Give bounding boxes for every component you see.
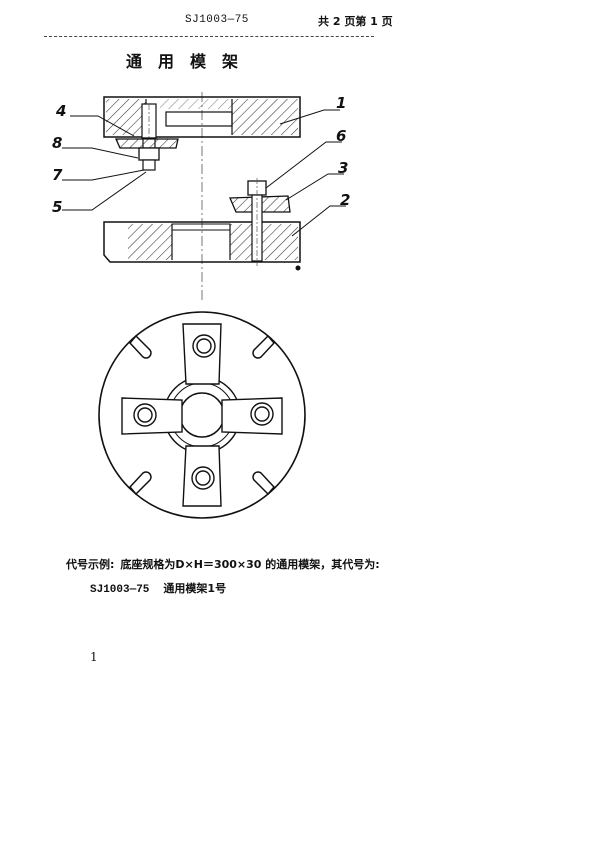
header-rule [44,36,374,37]
leaders [62,109,346,237]
callout-2: 2 [340,191,350,209]
callout-3: 3 [338,159,348,177]
page-info: 共 2 页第 1 页 [318,15,393,28]
callout-5: 5 [52,198,62,216]
callout-8: 8 [52,134,62,152]
designation-example: 代号示例: 底座规格为D×H＝300×30 的通用模架，其代号为: [66,556,380,572]
lower-plate-section [103,221,301,263]
callout-6: 6 [336,127,346,145]
designation-name: 通用模架1号 [163,582,227,595]
clamps [121,323,283,507]
edge-slots [128,334,276,496]
page-number: 1 [90,650,98,664]
callout-1: 1 [336,94,346,112]
callout-4: 4 [55,102,66,120]
designation: SJ1003—75 通用模架1号 [90,580,226,596]
designation-code: SJ1003—75 [90,584,150,596]
upper-plate-section [103,96,301,138]
standard-number: SJ1003—75 [185,14,249,26]
lower-bolt-assembly [229,178,301,271]
document-title: 通用模架 [125,52,254,71]
plan-view [98,311,306,519]
upper-bolt-assembly [114,103,179,172]
designation-example-label: 代号示例: [66,558,115,571]
callout-7: 7 [52,166,63,184]
designation-example-text: 底座规格为D×H＝300×30 的通用模架，其代号为: [120,558,380,571]
